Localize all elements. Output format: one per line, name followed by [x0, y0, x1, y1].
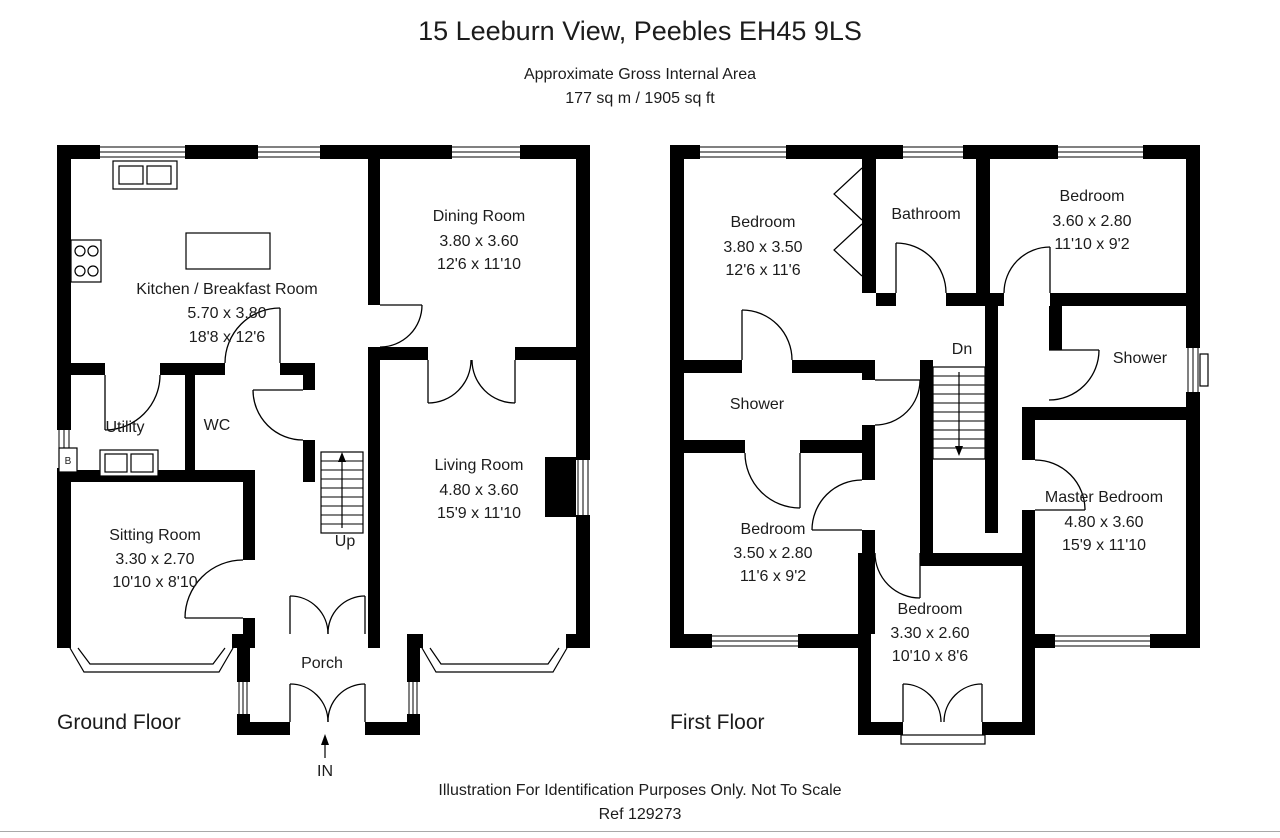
entry-arrow-icon: [321, 734, 329, 758]
room-label-living: Living Room: [435, 457, 524, 474]
room-dim-imperial: 12'6 x 11'6: [725, 262, 800, 279]
door-arc: [811, 479, 863, 531]
window: [1055, 634, 1150, 648]
door-arc: [874, 379, 921, 426]
room-label-shower-left: Shower: [730, 396, 785, 413]
staircase-up: [320, 451, 364, 534]
window: [1186, 348, 1209, 392]
first-floor-label: First Floor: [670, 711, 765, 734]
stairs-up-label: Up: [335, 533, 356, 550]
room-dim-metric: 3.50 x 2.80: [733, 545, 812, 562]
window: [100, 145, 185, 159]
room-dim-imperial: 10'10 x 8'10: [112, 574, 197, 591]
kitchen-island: [185, 232, 271, 270]
room-label-kitchen: Kitchen / Breakfast Room: [136, 281, 317, 298]
door-arc: [741, 309, 793, 361]
room-dim-imperial: 15'9 x 11'10: [1062, 537, 1146, 554]
door-arc: [252, 389, 304, 441]
room-dim-imperial: 12'6 x 11'10: [437, 256, 521, 273]
bay-window: [421, 647, 568, 673]
gross-area-text: 177 sq m / 1905 sq ft: [565, 90, 715, 107]
bay-window: [69, 647, 234, 673]
door-arc: [104, 374, 161, 431]
boiler: B: [58, 447, 78, 473]
room-label-bedroom-4: Bedroom: [898, 601, 963, 618]
room-dim-metric: 5.70 x 3.80: [187, 305, 266, 322]
page-title: 15 Leeburn View, Peebles EH45 9LS: [418, 16, 862, 46]
wardrobe-doors: [833, 167, 863, 277]
room-label-bedroom-3: Bedroom: [741, 521, 806, 538]
window: [407, 682, 420, 714]
window: [700, 145, 786, 159]
entry-label: IN: [317, 763, 333, 780]
room-label-bedroom-2: Bedroom: [1060, 188, 1125, 205]
stairs-down-label: Dn: [952, 341, 972, 358]
first-floor-walls: [670, 145, 1200, 735]
door-arc: [184, 559, 244, 619]
door-arc: [224, 307, 281, 364]
room-label-dining: Dining Room: [433, 208, 525, 225]
door-arc: [379, 304, 423, 348]
window: [258, 145, 320, 159]
french-door-arc: [902, 683, 983, 723]
staircase-down: [932, 366, 986, 460]
door-arc: [744, 452, 801, 509]
double-door-arc: [289, 595, 366, 635]
door-arc: [895, 242, 947, 294]
reference-number: Ref 129273: [598, 806, 682, 823]
room-label-bathroom: Bathroom: [891, 206, 960, 223]
room-dim-imperial: 18'8 x 12'6: [189, 329, 265, 346]
disclaimer-text: Illustration For Identification Purposes…: [438, 782, 842, 799]
room-label-utility: Utility: [105, 419, 144, 436]
utility-sink: [99, 449, 159, 477]
window: [712, 634, 798, 648]
room-label-master-bedroom: Master Bedroom: [1045, 489, 1163, 506]
ground-floor-room-labels: Kitchen / Breakfast Room 5.70 x 3.80 18'…: [105, 208, 525, 780]
room-label-bedroom-1: Bedroom: [731, 214, 796, 231]
hob: [70, 239, 102, 283]
subtitle: Approximate Gross Internal Area: [523, 66, 757, 83]
room-dim-metric: 3.60 x 2.80: [1052, 213, 1131, 230]
room-dim-imperial: 11'6 x 9'2: [740, 568, 806, 585]
window: [576, 460, 590, 515]
window: [452, 145, 520, 159]
ground-floor-walls: [57, 145, 590, 735]
room-dim-metric: 3.30 x 2.60: [890, 625, 969, 642]
double-door-arc: [427, 359, 516, 404]
window: [903, 145, 963, 159]
window: [1058, 145, 1143, 159]
room-dim-metric: 4.80 x 3.60: [1064, 514, 1143, 531]
door-arc: [1003, 246, 1051, 294]
room-label-sitting: Sitting Room: [109, 527, 201, 544]
room-label-shower-right: Shower: [1113, 350, 1168, 367]
room-dim-metric: 3.80 x 3.50: [723, 239, 802, 256]
door-arc: [1034, 459, 1086, 511]
door-arc: [874, 552, 921, 599]
room-label-wc: WC: [204, 417, 231, 434]
ground-floor-plan: B Kitchen / Breakfast Room 5.70 x 3.80 1…: [57, 145, 590, 780]
kitchen-sink: [112, 160, 178, 190]
ground-floor-label: Ground Floor: [57, 711, 181, 734]
room-label-porch: Porch: [301, 655, 343, 672]
room-dim-metric: 4.80 x 3.60: [439, 482, 518, 499]
up-arrow-icon: [338, 452, 346, 528]
first-floor-plan: Bedroom 3.80 x 3.50 12'6 x 11'6 Bathroom…: [670, 145, 1209, 745]
front-door-arc: [289, 683, 366, 723]
room-dim-imperial: 11'10 x 9'2: [1054, 236, 1129, 253]
window-sill: [900, 734, 986, 745]
room-dim-imperial: 15'9 x 11'10: [437, 505, 521, 522]
bottom-divider: [0, 831, 1280, 832]
room-dim-imperial: 10'10 x 8'6: [892, 648, 968, 665]
first-floor-room-labels: Bedroom 3.80 x 3.50 12'6 x 11'6 Bathroom…: [723, 188, 1167, 665]
down-arrow-icon: [955, 372, 963, 456]
door-arc: [1048, 349, 1100, 401]
window: [237, 682, 250, 714]
boiler-label: B: [65, 456, 72, 467]
room-dim-metric: 3.80 x 3.60: [439, 233, 518, 250]
room-dim-metric: 3.30 x 2.70: [115, 551, 194, 568]
